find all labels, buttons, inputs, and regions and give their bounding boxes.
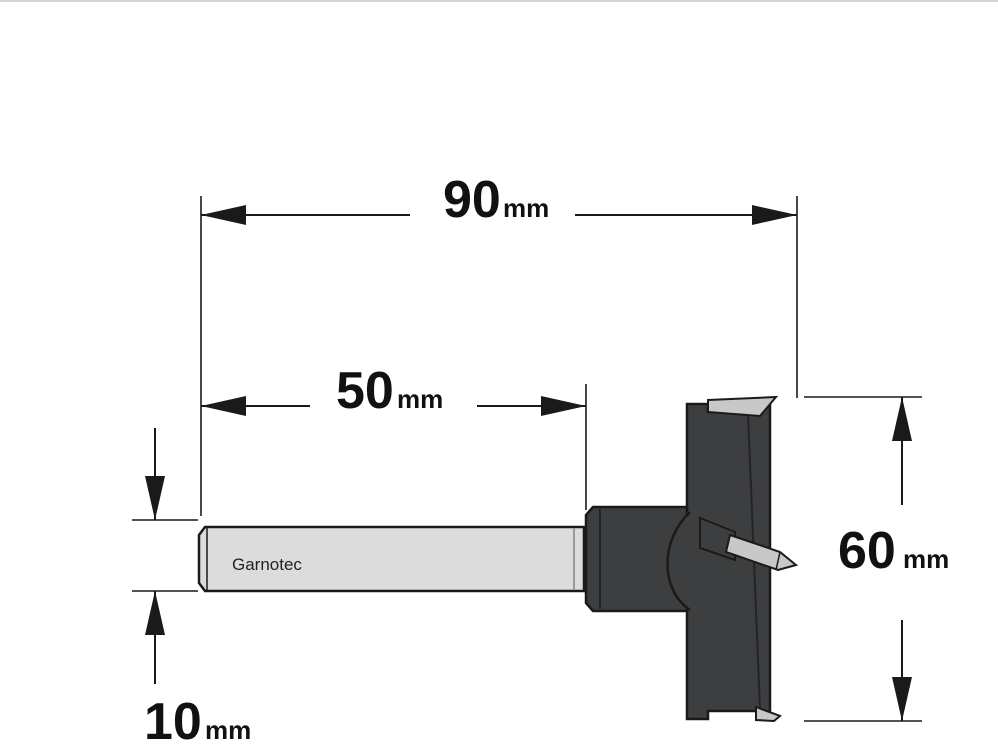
arrow-down-icon xyxy=(145,476,165,520)
center-hub xyxy=(666,511,691,612)
top-spur xyxy=(707,395,779,418)
dimension-cutter-diameter: 60 mm xyxy=(838,397,949,721)
brand-label: Garnotec xyxy=(232,555,302,574)
bottom-spur xyxy=(755,705,782,723)
arrow-right-icon xyxy=(541,396,586,416)
shank-length-unit: mm xyxy=(397,384,443,414)
arrow-left-icon xyxy=(201,396,246,416)
cutter-diameter-value: 60 xyxy=(838,522,896,580)
shank xyxy=(197,525,586,593)
arrow-left-icon xyxy=(201,205,246,225)
arrow-up-icon xyxy=(145,591,165,635)
arrow-down-icon xyxy=(892,677,912,721)
dimension-total-length: 90 mm xyxy=(201,171,797,229)
total-length-value: 90 xyxy=(443,171,501,229)
shank-length-value: 50 xyxy=(336,362,394,420)
shank-diameter-unit: mm xyxy=(205,715,251,744)
dimension-shank-diameter: 10 mm xyxy=(144,428,251,744)
cutter-diameter-unit: mm xyxy=(903,544,949,574)
total-length-unit: mm xyxy=(503,193,549,223)
shank-diameter-value: 10 xyxy=(144,693,202,744)
arrow-right-icon xyxy=(752,205,797,225)
arrow-up-icon xyxy=(892,397,912,441)
drill-bit: Garnotec xyxy=(197,395,799,723)
dimension-shank-length: 50 mm xyxy=(201,362,586,420)
